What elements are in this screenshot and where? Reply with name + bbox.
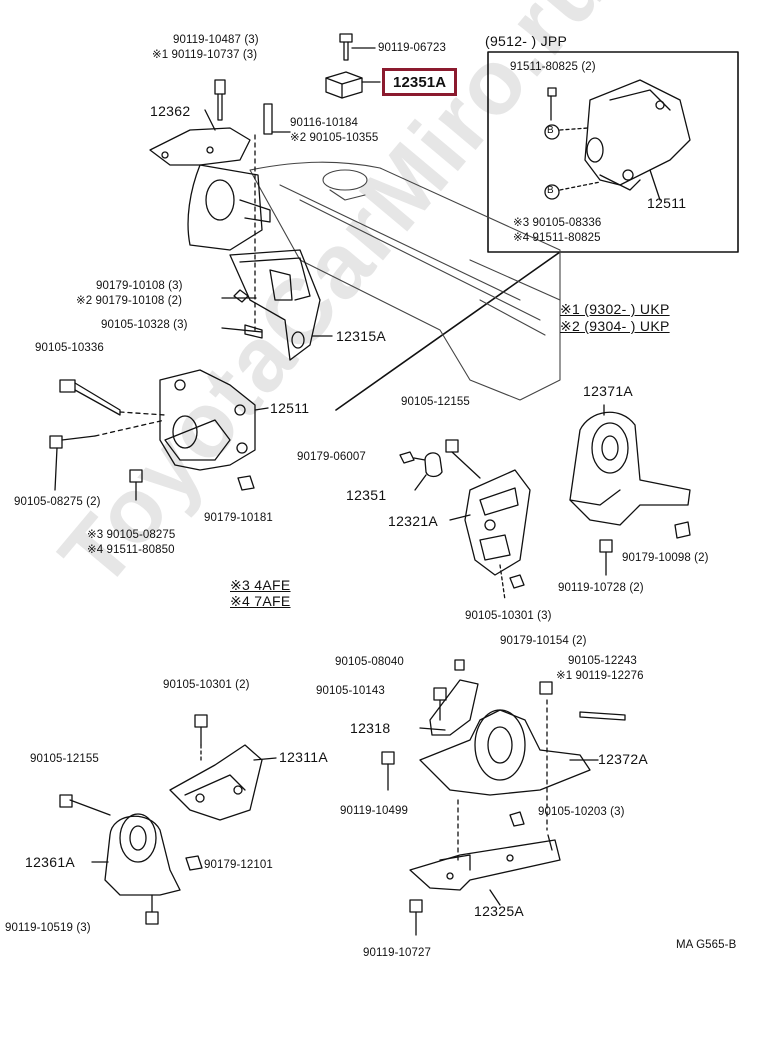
part-label: ※4 91511-80825 bbox=[513, 232, 601, 244]
part-label: 12325A bbox=[474, 903, 525, 919]
part-label: 91511-80825 (2) bbox=[510, 61, 596, 73]
part-12511-left bbox=[49, 369, 256, 501]
part-label: 90105-12243 bbox=[568, 655, 637, 667]
part-label: 90179-10154 (2) bbox=[500, 635, 587, 647]
diagram-code: MA G565-B bbox=[676, 939, 737, 951]
part-label: 12311A bbox=[279, 749, 329, 765]
inset-frame bbox=[487, 51, 739, 253]
part-label: 90179-10098 (2) bbox=[622, 552, 709, 564]
part-12311a bbox=[169, 714, 263, 821]
part-label: 90119-10487 (3) bbox=[173, 34, 259, 46]
part-label: ※3 90105-08336 bbox=[513, 217, 602, 229]
part-label: ※3 90105-08275 bbox=[87, 529, 176, 541]
part-label: 12351 bbox=[346, 487, 387, 503]
part-label: 12318 bbox=[350, 720, 391, 736]
part-label: 90105-10143 bbox=[316, 685, 385, 697]
part-label: 90119-10519 (3) bbox=[5, 922, 91, 934]
bolt-marker: B bbox=[547, 125, 554, 136]
part-label: ※2 90179-10108 (2) bbox=[76, 295, 183, 307]
legend-eng4: ※4 7AFE bbox=[230, 593, 291, 609]
bolt-90119-06723 bbox=[339, 33, 353, 61]
legend-eng3: ※3 4AFE bbox=[230, 577, 291, 593]
part-12351a bbox=[325, 71, 363, 99]
part-label: 90179-12101 bbox=[204, 859, 273, 871]
part-label: ※2 90105-10355 bbox=[290, 132, 379, 144]
part-12371a bbox=[569, 411, 691, 576]
part-label: 90119-10728 (2) bbox=[558, 582, 644, 594]
part-label: 90179-10108 (3) bbox=[96, 280, 183, 292]
part-12361a bbox=[59, 794, 203, 925]
part-12511-inset bbox=[544, 79, 691, 200]
part-label: 12362 bbox=[150, 103, 191, 119]
legend-ukp1: ※1 (9302- ) UKP bbox=[560, 301, 670, 317]
part-label: 12511 bbox=[647, 195, 687, 211]
part-label: ※4 91511-80850 bbox=[87, 544, 175, 556]
bolt-marker: B bbox=[547, 185, 554, 196]
engine-block bbox=[249, 161, 561, 401]
part-12362 bbox=[149, 79, 273, 251]
part-12325a bbox=[409, 811, 561, 936]
part-12321a bbox=[399, 439, 531, 601]
part-12372a bbox=[381, 659, 626, 861]
part-label: 90105-08040 bbox=[335, 656, 404, 668]
part-label: ※1 90119-12276 bbox=[556, 670, 644, 682]
part-12315a bbox=[229, 249, 321, 361]
part-label: 12361A bbox=[25, 854, 76, 870]
part-label: 90105-10336 bbox=[35, 342, 104, 354]
inset-pointer bbox=[335, 251, 561, 411]
part-label: 90119-10727 bbox=[363, 947, 432, 959]
part-label: 12511 bbox=[270, 400, 310, 416]
part-label: 12372A bbox=[598, 751, 649, 767]
part-label: 90116-10184 bbox=[290, 117, 359, 129]
part-label: 90105-10203 (3) bbox=[538, 806, 625, 818]
part-label: 90105-12155 bbox=[401, 396, 470, 408]
part-label: 90179-06007 bbox=[297, 451, 366, 463]
part-label: 90119-10499 bbox=[340, 805, 409, 817]
legend-ukp2: ※2 (9304- ) UKP bbox=[560, 318, 670, 334]
part-label: 90105-12155 bbox=[30, 753, 99, 765]
part-label: 90105-10301 (2) bbox=[163, 679, 250, 691]
inset-title: (9512- ) JPP bbox=[485, 33, 568, 49]
part-label: 90179-10181 bbox=[204, 512, 273, 524]
part-label: 12371A bbox=[583, 383, 634, 399]
part-label: 12315A bbox=[336, 328, 387, 344]
part-label: 90119-06723 bbox=[378, 42, 447, 54]
part-label: ※1 90119-10737 (3) bbox=[152, 49, 258, 61]
highlighted-part-label: 12351A bbox=[382, 68, 458, 96]
part-label: 90105-08275 (2) bbox=[14, 496, 101, 508]
part-label: 12321A bbox=[388, 513, 439, 529]
part-label: 90105-10328 (3) bbox=[101, 319, 188, 331]
part-label: 90105-10301 (3) bbox=[465, 610, 552, 622]
